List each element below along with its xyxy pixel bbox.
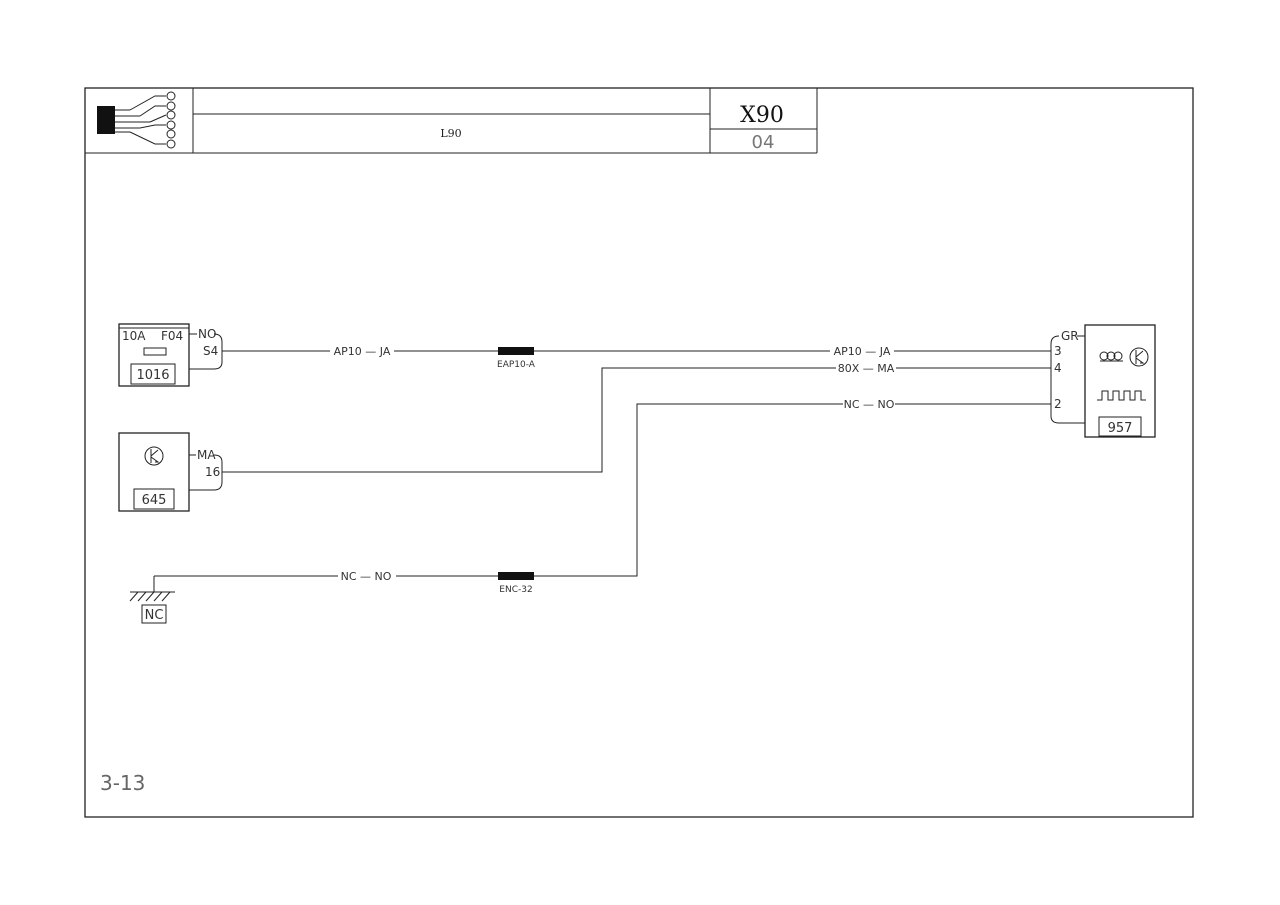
module-pin-color: GR — [1061, 329, 1079, 343]
fuse-pin-color: NO — [198, 327, 216, 341]
model-code: X90 — [740, 103, 784, 128]
wire-label-nc-left: NC — NO — [341, 570, 392, 583]
sheet-number: 04 — [752, 132, 775, 153]
ground-symbol: NC — [129, 576, 175, 624]
sensor-id: 645 — [142, 493, 167, 508]
transistor-icon — [144, 446, 164, 466]
fuse-component: 10A F04 1016 NO S4 — [118, 323, 223, 387]
diagram-frame — [84, 87, 1194, 818]
sensor-component: 645 MA 16 — [118, 432, 223, 512]
page-code: 3-13 — [100, 771, 145, 795]
module-id: 957 — [1108, 421, 1133, 436]
wire-80x: 80X — MA — [222, 362, 1051, 473]
pulse-signal-icon — [1097, 390, 1146, 401]
connector-eap10: EAP10-A — [497, 347, 536, 370]
fuse-icon — [143, 347, 167, 356]
title-block: L90 X90 04 — [85, 88, 818, 154]
wire-ap10: AP10 — JA AP10 — JA — [222, 345, 1051, 358]
module-transistor-icon — [1129, 347, 1149, 367]
module-pin-3: 3 — [1054, 344, 1062, 358]
coil-icon — [1099, 351, 1123, 362]
module-pin-2: 2 — [1054, 397, 1062, 411]
connector-label-eap10: EAP10-A — [497, 360, 536, 370]
sensor-pin: 16 — [205, 465, 220, 479]
ground-id: NC — [145, 608, 164, 623]
fuse-rating: 10A — [122, 329, 146, 343]
wire-label-ap10-left: AP10 — JA — [334, 345, 391, 358]
title-row-2: L90 — [440, 127, 461, 140]
connector-label-enc32: ENC-32 — [499, 585, 532, 595]
connector-enc32: ENC-32 — [498, 572, 534, 595]
wire-label-80x: 80X — MA — [838, 362, 895, 375]
fuse-pin: S4 — [203, 344, 218, 358]
wire-label-ap10-right: AP10 — JA — [834, 345, 891, 358]
fuse-ref: F04 — [161, 329, 183, 343]
wire-label-nc-right: NC — NO — [844, 398, 895, 411]
fuse-id: 1016 — [136, 368, 169, 383]
module-component: 957 GR 3 4 2 — [1050, 324, 1156, 438]
sensor-pin-color: MA — [197, 448, 216, 462]
module-pin-4: 4 — [1054, 361, 1062, 375]
connector-harness-icon — [97, 91, 176, 149]
